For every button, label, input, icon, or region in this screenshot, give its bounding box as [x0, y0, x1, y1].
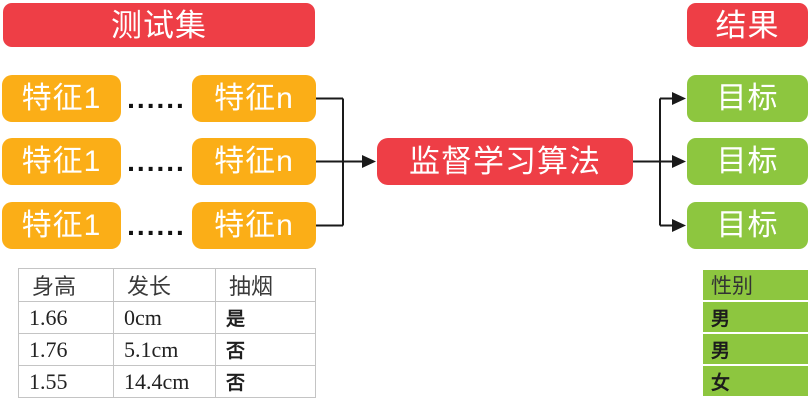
result-box: 结果 [687, 3, 808, 47]
ellipsis-dots: ...... [127, 145, 186, 177]
gender-table-cell: 男 [703, 302, 808, 332]
target-label: 目标 [716, 144, 779, 178]
feature-first-label: 特征1 [21, 208, 102, 242]
feature-table-cell: 是 [215, 301, 316, 334]
algorithm-label: 监督学习算法 [409, 144, 601, 179]
gender-value-label: 男 [711, 308, 731, 330]
test-set-box: 测试集 [3, 3, 315, 47]
feature-table-row: 1.66 0cm 是 [18, 301, 316, 334]
feature-last-box: 特征n [192, 75, 316, 122]
feature-table-row: 1.76 5.1cm 否 [18, 333, 316, 366]
feature-table-cell: 1.55 [18, 365, 114, 398]
feature-table-header-row: 身高 发长 抽烟 [18, 268, 316, 302]
gender-header-label: 性别 [711, 275, 753, 298]
feature-last-label: 特征n [214, 81, 294, 115]
target-box: 目标 [687, 202, 808, 249]
ellipsis-dots: ...... [127, 82, 186, 114]
feature-first-label: 特征1 [21, 144, 102, 178]
test-set-label: 测试集 [111, 7, 207, 43]
feature-table: 身高 发长 抽烟 1.66 0cm 是 1.76 5.1cm 否 1.55 14… [18, 268, 316, 398]
target-box: 目标 [687, 138, 808, 185]
ellipsis-dots: ...... [127, 209, 186, 241]
feature-last-box: 特征n [192, 138, 316, 185]
feature-ellipsis: ...... [121, 75, 192, 122]
result-label: 结果 [715, 7, 780, 43]
target-label: 目标 [716, 208, 779, 242]
feature-first-box: 特征1 [2, 138, 121, 185]
feature-table-cell: 否 [215, 333, 316, 366]
feature-table-cell: 0cm [113, 301, 216, 334]
feature-table-header: 抽烟 [215, 268, 316, 302]
gender-table-header: 性别 [703, 270, 808, 300]
feature-table-header: 发长 [113, 268, 216, 302]
gender-table: 性别 男 男 女 [703, 270, 808, 396]
feature-table-header: 身高 [18, 268, 114, 302]
feature-first-box: 特征1 [2, 75, 121, 122]
gender-value-label: 女 [711, 372, 731, 394]
feature-table-row: 1.55 14.4cm 否 [18, 365, 316, 398]
algorithm-box: 监督学习算法 [377, 138, 633, 185]
gender-value-label: 男 [711, 340, 731, 362]
feature-ellipsis: ...... [121, 138, 192, 185]
gender-table-cell: 男 [703, 334, 808, 364]
feature-last-label: 特征n [214, 144, 294, 178]
feature-last-label: 特征n [214, 208, 294, 242]
feature-table-cell: 14.4cm [113, 365, 216, 398]
feature-table-cell: 1.76 [18, 333, 114, 366]
gender-table-cell: 女 [703, 366, 808, 396]
feature-table-cell: 否 [215, 365, 316, 398]
feature-last-box: 特征n [192, 202, 316, 249]
target-label: 目标 [716, 81, 779, 115]
feature-table-cell: 1.66 [18, 301, 114, 334]
feature-first-box: 特征1 [2, 202, 121, 249]
feature-first-label: 特征1 [21, 81, 102, 115]
feature-table-cell: 5.1cm [113, 333, 216, 366]
feature-ellipsis: ...... [121, 202, 192, 249]
target-box: 目标 [687, 75, 808, 122]
